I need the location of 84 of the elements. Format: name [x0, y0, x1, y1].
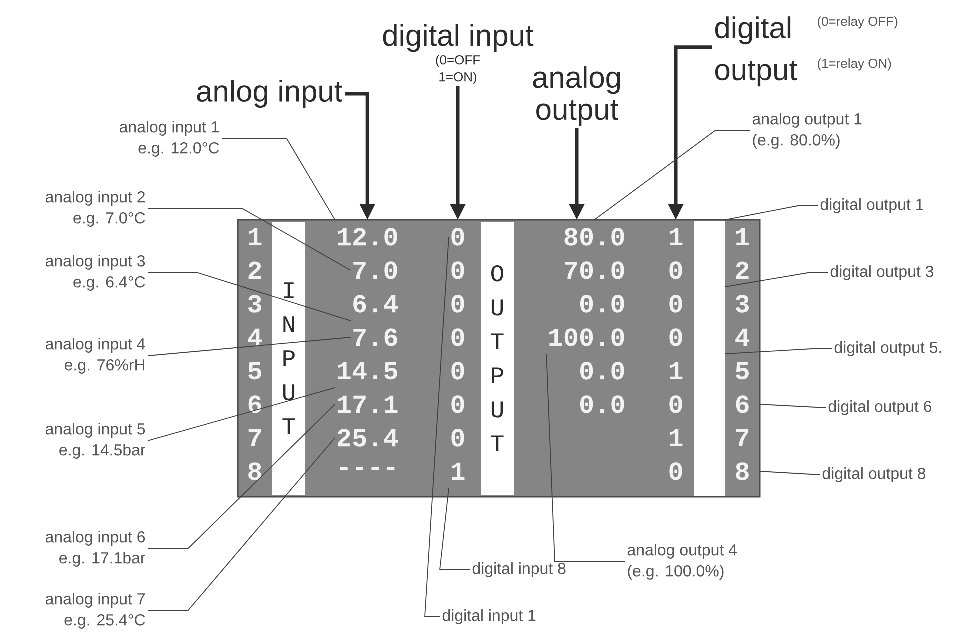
- row-number: 1: [248, 228, 262, 246]
- callout-label: analog output 4 (e.g. 100.0%): [628, 544, 738, 580]
- leader-line: [222, 138, 336, 220]
- row-number: 8: [248, 462, 262, 480]
- leader-line: [724, 272, 828, 288]
- callout-label: digital output 6: [828, 400, 932, 416]
- leader-line: [724, 348, 832, 354]
- display-value: 14.5: [338, 362, 398, 380]
- display-value: 0: [670, 396, 682, 414]
- display-value: 0: [452, 396, 464, 414]
- callout-label: analog input 3 e.g. 6.4°C: [46, 255, 146, 291]
- callout-label: digital output 8: [822, 468, 926, 482]
- column-heading: digital input (0=OFF 1=ON): [383, 24, 534, 84]
- callout-label: digital output 3: [830, 266, 934, 280]
- leader-line: [759, 404, 826, 408]
- display-value: 100.0: [550, 328, 624, 346]
- row-number: 4: [248, 328, 262, 346]
- row-number: 6: [736, 396, 749, 414]
- leader-line: [148, 404, 336, 550]
- display-value: 0.0: [580, 295, 624, 313]
- display-value: 1: [670, 228, 683, 246]
- display-value: 25.4: [338, 429, 398, 447]
- display-value: 0: [670, 295, 682, 313]
- display-value: 80.0: [564, 228, 624, 246]
- callout-label: analog input 2 e.g. 7.0°C: [46, 191, 146, 227]
- display-value: 6.4: [354, 295, 398, 313]
- callout-label: digital output 1: [820, 198, 924, 214]
- display-value: 0.0: [580, 396, 624, 414]
- display-value: 0: [452, 228, 464, 246]
- column-heading: anlog input: [197, 80, 342, 108]
- row-number: 1: [736, 228, 750, 246]
- callout-label: digital input 8: [472, 562, 566, 578]
- display-value: 0: [452, 328, 464, 346]
- callout-label: analog input 6 e.g. 17.1bar: [46, 531, 146, 567]
- display-value: 0: [452, 362, 464, 380]
- callout-label: analog input 5 e.g. 14.5bar: [46, 423, 146, 459]
- leader-line: [148, 438, 336, 612]
- display-value: 0.0: [580, 362, 624, 380]
- display-value: 17.1: [338, 396, 398, 414]
- display-value: 1: [452, 462, 465, 480]
- display-value: 0: [670, 262, 682, 280]
- row-number: 7: [248, 429, 262, 447]
- leader-line: [759, 471, 820, 476]
- row-number: 6: [248, 396, 262, 414]
- leader-line: [440, 488, 470, 570]
- leader-line: [424, 236, 450, 618]
- display-band: O U T P U T: [481, 222, 514, 495]
- leader-line: [148, 272, 352, 322]
- callout-label: analog input 7 e.g. 25.4°C: [46, 593, 146, 629]
- callout-label: digital output 5.: [834, 342, 942, 356]
- callout-label: analog output 1 (e.g. 80.0%): [752, 113, 862, 149]
- row-number: 3: [736, 295, 749, 313]
- display-value: 0: [670, 328, 682, 346]
- callout-label: analog input 1 e.g. 12.0°C: [120, 121, 220, 157]
- row-number: 2: [736, 262, 749, 280]
- row-number: 5: [736, 362, 749, 380]
- leader-line: [148, 208, 352, 271]
- row-number: 3: [248, 295, 262, 313]
- display-value: 12.0: [338, 228, 398, 246]
- callout-label: analog input 4 e.g. 76%rH: [46, 338, 146, 374]
- display-value: 1: [670, 362, 683, 380]
- row-number: 2: [248, 262, 262, 280]
- row-number: 7: [736, 429, 749, 447]
- display-value: 70.0: [565, 262, 624, 280]
- display-value: 0: [452, 262, 464, 280]
- row-number: 4: [736, 328, 750, 346]
- row-number: 8: [736, 462, 749, 480]
- display-value: 7.6: [354, 328, 398, 346]
- column-heading: digital output (0=relay OFF) (1=relay ON): [715, 16, 898, 87]
- callout-label: digital input 1: [442, 610, 536, 624]
- leader-line: [724, 206, 818, 220]
- display-value: 1: [670, 429, 683, 447]
- column-heading: analog output: [533, 66, 620, 126]
- display-value: 0: [670, 462, 682, 480]
- display-band: [694, 221, 725, 496]
- display-value: 0: [452, 429, 464, 447]
- display-value: 0: [452, 295, 464, 313]
- display-value: ----: [340, 467, 395, 470]
- display-band: I N P U T: [272, 222, 306, 495]
- row-number: 5: [248, 362, 262, 380]
- leader-line: [148, 337, 352, 356]
- leader-line: [546, 354, 626, 562]
- display-value: 7.0: [354, 262, 398, 280]
- leader-line: [148, 388, 336, 442]
